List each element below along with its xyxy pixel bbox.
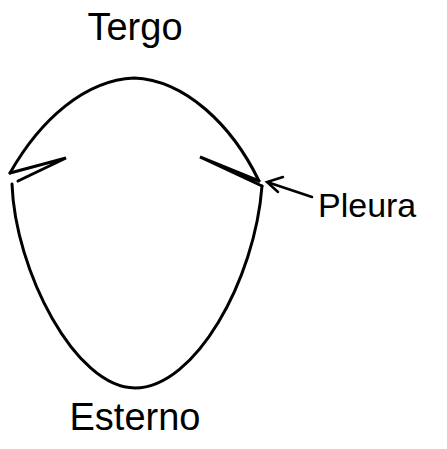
sternum-outline [12, 184, 262, 388]
part-name: Pleura [318, 188, 416, 222]
right-pleura-notch [200, 157, 262, 186]
part-name: Esterno [70, 398, 201, 436]
part-name: Tergo [87, 8, 182, 46]
leader-arrowhead [267, 177, 283, 192]
left-pleura-notch [10, 158, 66, 181]
